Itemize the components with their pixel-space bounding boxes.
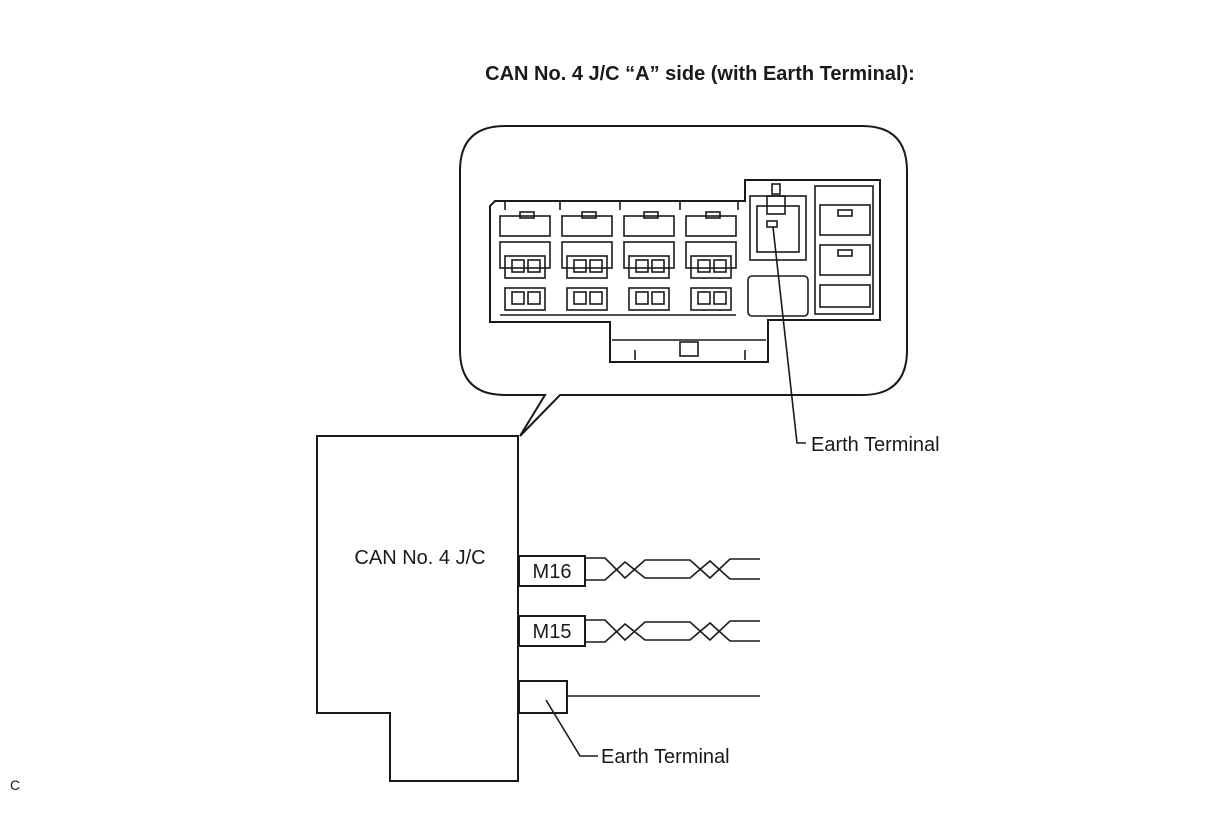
twisted-pair-m16: [585, 557, 760, 581]
callout-bubble: [459, 125, 908, 437]
corner-code: C: [10, 777, 20, 793]
earth-terminal-box: [518, 680, 568, 714]
junction-connector-body: [316, 435, 519, 782]
twisted-pair-m15: [585, 619, 760, 643]
connector-m16-label: M16: [533, 561, 572, 583]
fuse-cavities: [499, 211, 737, 316]
junction-label: CAN No. 4 J/C: [354, 547, 485, 569]
diagram-title: CAN No. 4 J/C “A” side (with Earth Termi…: [485, 63, 915, 85]
connector-face: [489, 179, 881, 444]
relay-stack: [814, 185, 874, 315]
connector-m16-box: [518, 555, 586, 587]
connector-m15-box: [518, 615, 586, 647]
earth-terminal-label-bottom: Earth Terminal: [601, 746, 730, 768]
earth-terminal-label-top: Earth Terminal: [811, 434, 940, 456]
connector-m15-label: M15: [533, 621, 572, 643]
earth-terminal-leader-bottom: [545, 699, 598, 757]
earth-terminal-leader-top: [772, 226, 806, 444]
earth-terminal-housing: [747, 183, 809, 317]
